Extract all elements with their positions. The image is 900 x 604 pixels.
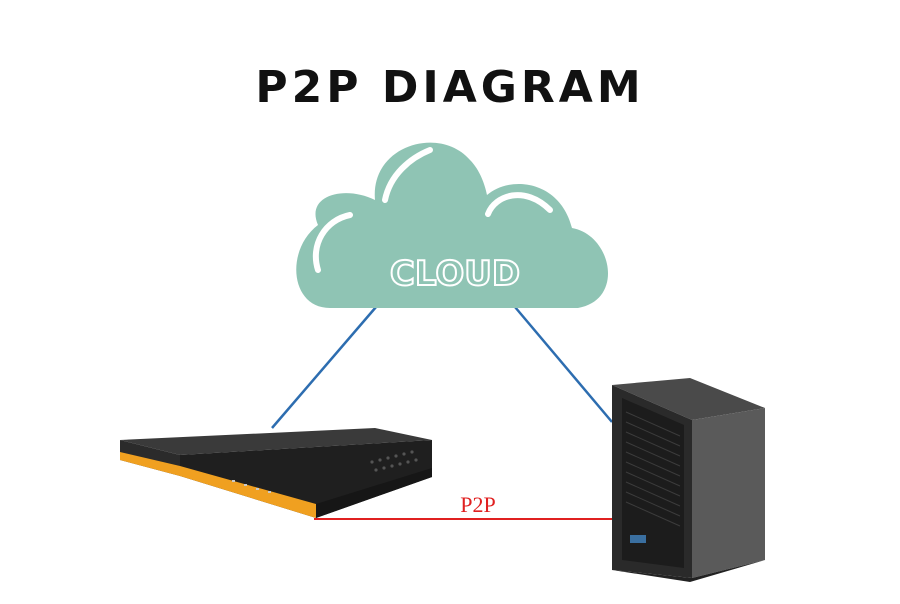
server-device <box>612 378 765 582</box>
cloud-shape: CLOUD <box>296 142 609 308</box>
diagram-title: P2P DIAGRAM <box>255 62 645 113</box>
router-device <box>120 428 432 518</box>
p2p-link-label: P2P <box>460 492 495 517</box>
cloud-label: CLOUD <box>390 254 520 294</box>
server-cloud-link <box>514 306 613 423</box>
router-cloud-link <box>271 306 377 429</box>
